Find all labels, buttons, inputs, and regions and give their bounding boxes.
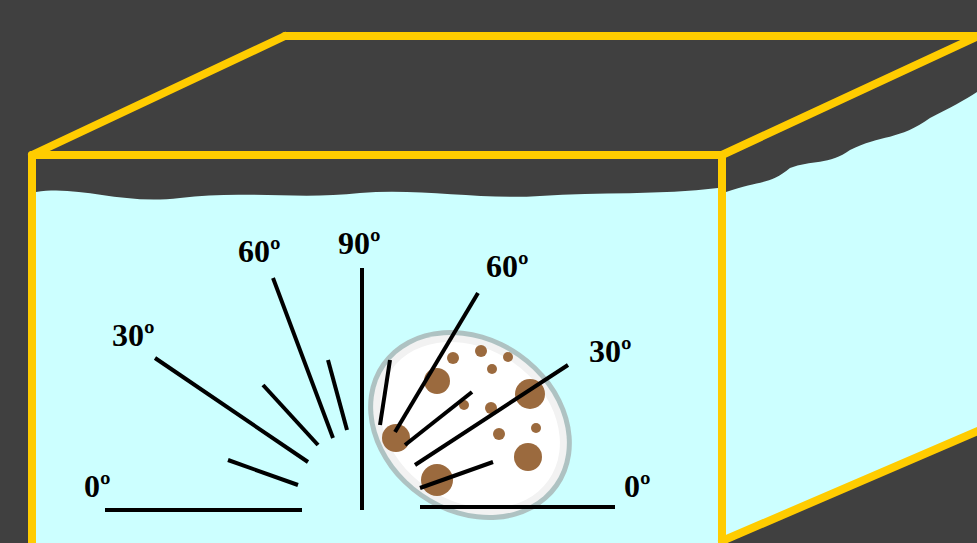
front-water: [36, 188, 718, 543]
angle-label: 30º: [112, 318, 155, 353]
angle-label: 60º: [238, 234, 281, 269]
tank-frame: [32, 33, 977, 543]
angle-lines: [105, 268, 615, 510]
side-water: [726, 92, 977, 543]
angle-label: 90º: [338, 226, 381, 261]
angle-label: 30º: [589, 334, 632, 369]
angle-label: 60º: [486, 249, 529, 284]
angle-label: 0º: [624, 469, 651, 504]
cell-granules: [382, 345, 545, 496]
angle-label: 0º: [84, 469, 111, 504]
